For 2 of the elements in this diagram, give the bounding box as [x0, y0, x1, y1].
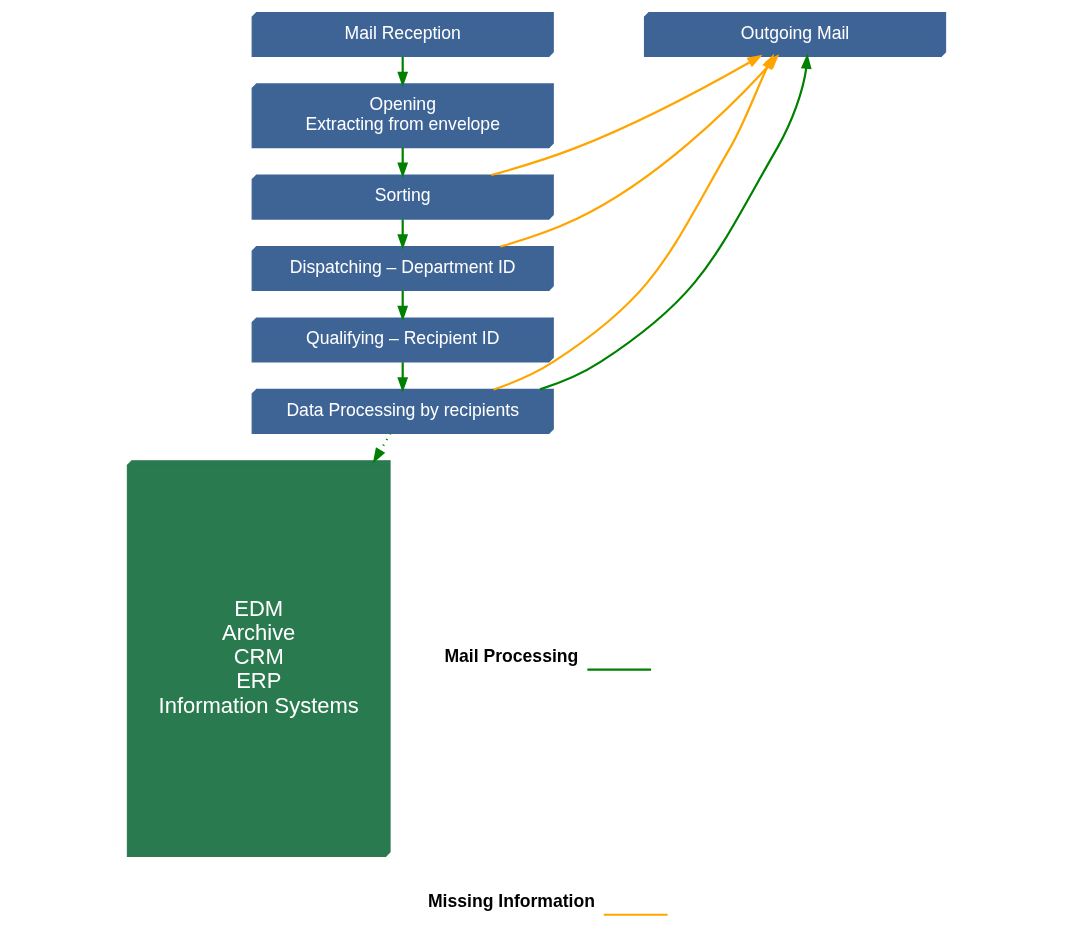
legend-label: Missing Information [427, 890, 595, 911]
legend-label: Mail Processing [443, 645, 578, 666]
